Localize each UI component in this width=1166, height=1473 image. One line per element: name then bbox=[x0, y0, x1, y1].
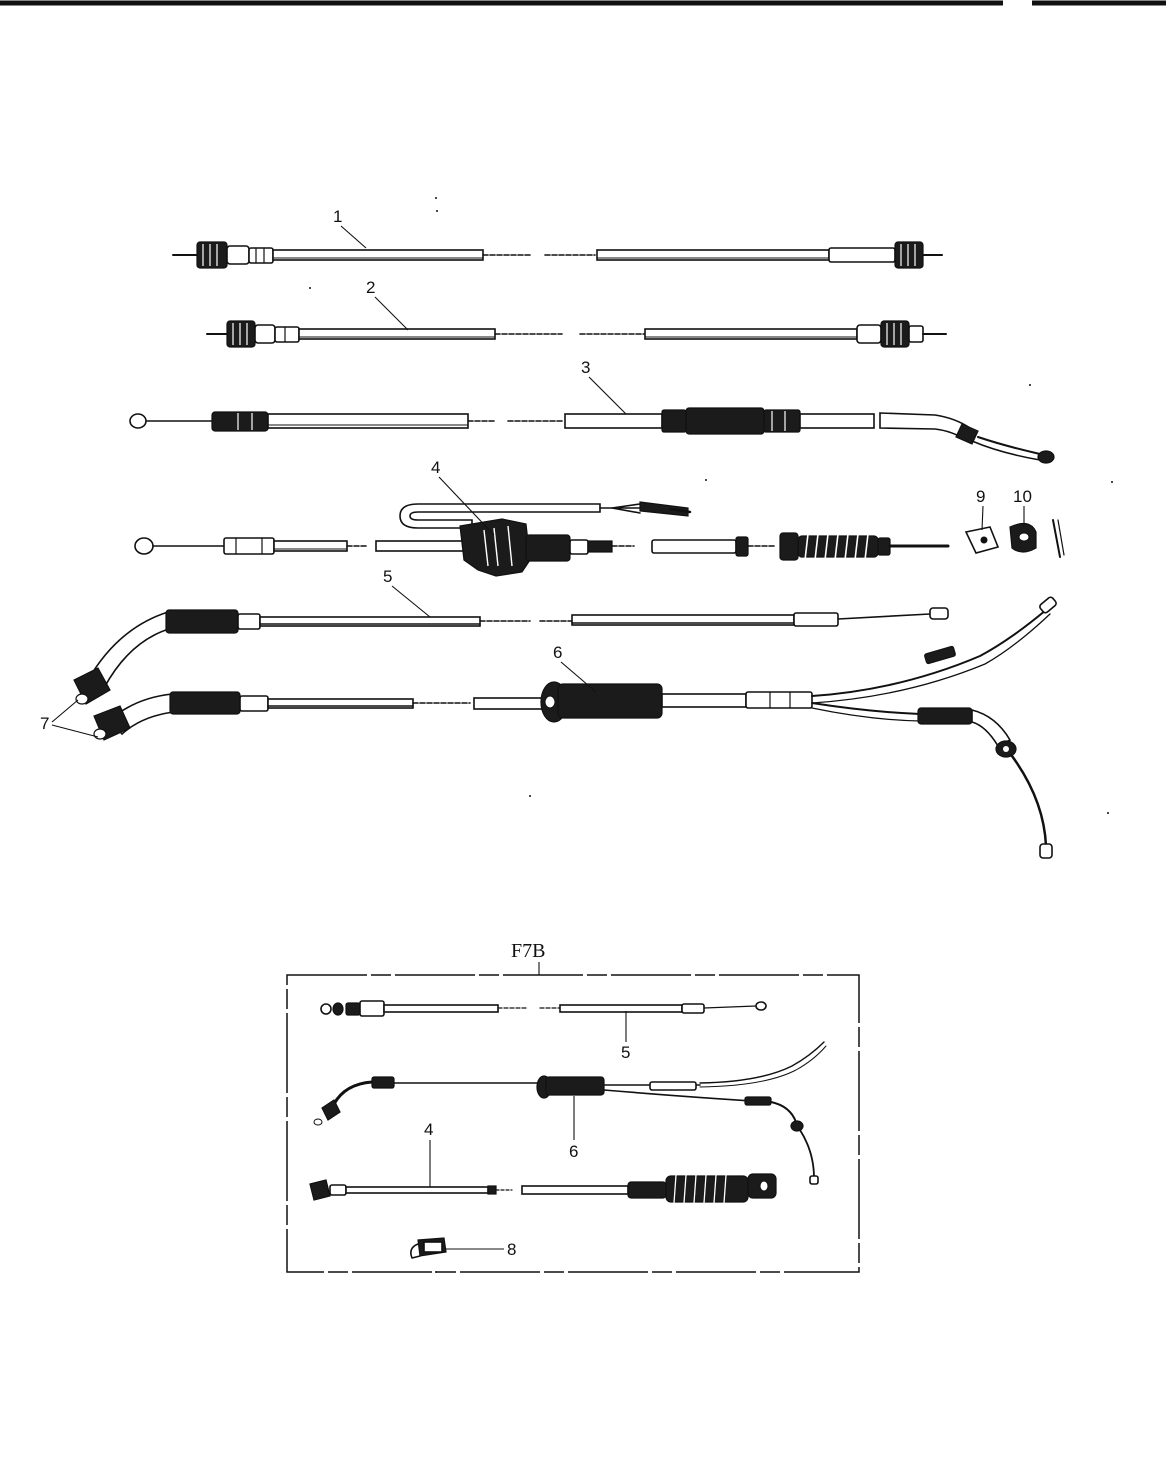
callout-10: 10 bbox=[1013, 487, 1032, 526]
inset-callout-6-label: 6 bbox=[569, 1142, 578, 1161]
inset-callout-5-label: 5 bbox=[621, 1043, 630, 1062]
inset-part-8-fitting bbox=[410, 1237, 504, 1259]
part-6-throttle-cable-with-junction bbox=[93, 596, 1057, 859]
print-specks bbox=[309, 197, 1113, 1273]
callout-5-label: 5 bbox=[383, 567, 392, 586]
callout-2-label: 2 bbox=[366, 278, 375, 297]
callout-3-label: 3 bbox=[581, 358, 590, 377]
inset-callout-8-label: 8 bbox=[507, 1240, 516, 1259]
inset-title: F7B bbox=[511, 940, 545, 962]
part-3-brake-cable bbox=[129, 407, 1055, 464]
callout-4-label: 4 bbox=[431, 458, 440, 477]
part-2-tachometer-cable bbox=[206, 320, 947, 348]
inset-callout-8: 8 bbox=[507, 1240, 516, 1259]
callout-4: 4 bbox=[431, 458, 495, 536]
callout-10-label: 10 bbox=[1013, 487, 1032, 506]
part-4-clutch-cable bbox=[134, 501, 950, 577]
inset-callout-6: 6 bbox=[569, 1096, 578, 1161]
callout-6: 6 bbox=[553, 643, 597, 693]
inset-callout-4-label: 4 bbox=[424, 1120, 433, 1139]
callout-9: 9 bbox=[976, 487, 985, 531]
callout-1-label: 1 bbox=[333, 207, 342, 226]
inset-callout-4: 4 bbox=[424, 1120, 433, 1187]
callout-7: 7 bbox=[40, 699, 99, 738]
inset-part-6-throttle-cable bbox=[313, 1041, 827, 1185]
callout-2: 2 bbox=[366, 278, 409, 331]
part-1-speedometer-cable bbox=[172, 241, 943, 269]
inset-part-5-throttle-cable bbox=[320, 1000, 767, 1017]
callouts: 1 2 3 4 5 6 7 9 bbox=[40, 207, 1032, 738]
part-5-throttle-cable bbox=[73, 607, 949, 705]
inset-frame bbox=[286, 974, 860, 1273]
inset-f7b: F7B bbox=[286, 940, 860, 1273]
part-10-cable-end bbox=[1009, 522, 1037, 553]
callout-3: 3 bbox=[581, 358, 627, 415]
callout-1: 1 bbox=[333, 207, 367, 249]
callout-7-label: 7 bbox=[40, 714, 49, 733]
callout-6-label: 6 bbox=[553, 643, 562, 662]
callout-5: 5 bbox=[383, 567, 431, 618]
callout-9-label: 9 bbox=[976, 487, 985, 506]
cotter-pin bbox=[1052, 519, 1065, 558]
inset-callout-5: 5 bbox=[621, 1011, 630, 1062]
inset-part-4-clutch-cable bbox=[309, 1173, 777, 1204]
part-9-adjuster-nut bbox=[964, 526, 1000, 554]
